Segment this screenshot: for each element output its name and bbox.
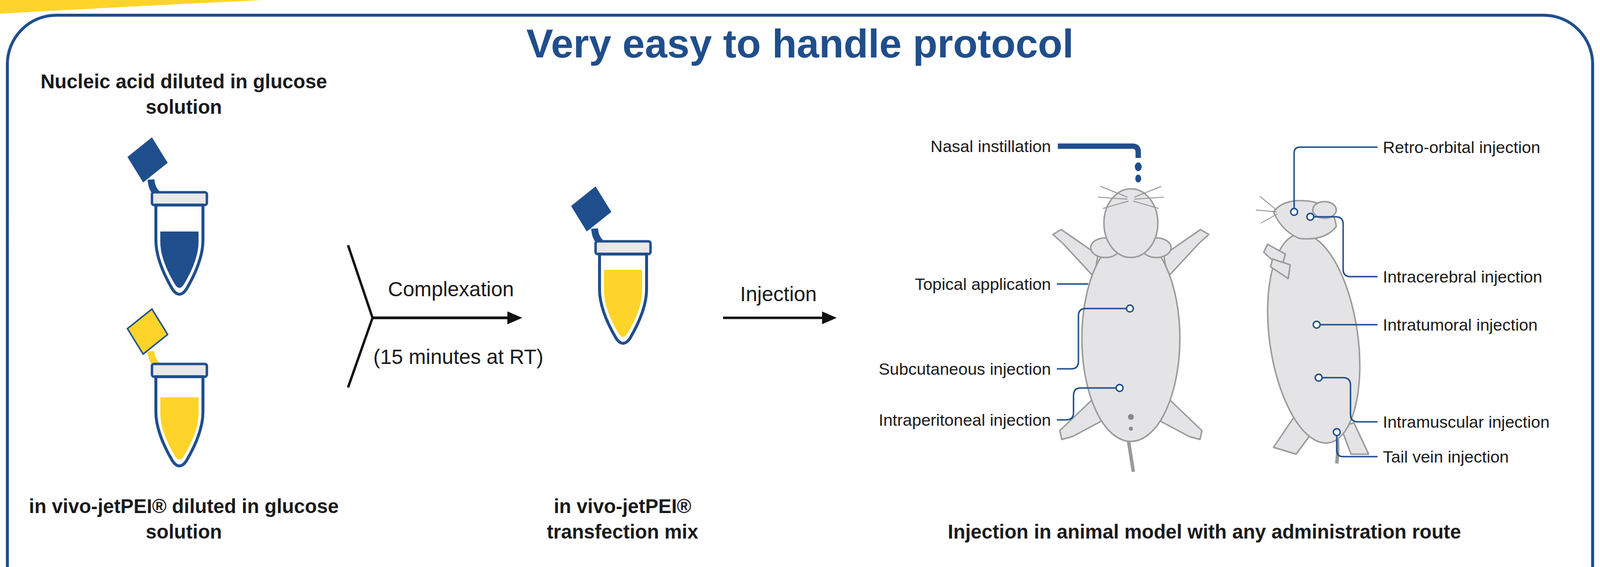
drop: [1135, 174, 1142, 183]
corner-swoosh: [0, 0, 265, 14]
drop: [1134, 162, 1142, 172]
node-group: Nucleic acid diluted in glucose solution: [19, 68, 349, 300]
callout-label: Intracerebral injection: [1382, 267, 1543, 287]
panel-border: [7, 15, 1593, 567]
leader-lines: [1056, 147, 1378, 457]
callout-label: Intratumoral injection: [1382, 315, 1538, 335]
callout-label: Tail vein injection: [1382, 447, 1509, 467]
edge-label: (15 minutes at RT): [370, 345, 547, 369]
node-label: Nucleic acid diluted in glucose solution: [22, 68, 346, 120]
mouse-top-view: [1052, 186, 1209, 472]
node-label: Injection in animal model with any admin…: [948, 518, 1462, 545]
injection-dots: [1116, 208, 1341, 436]
arrow-head: [507, 311, 523, 325]
callout-label: Intraperitoneal injection: [878, 410, 1051, 430]
tube-icon: [127, 137, 207, 295]
nasal-dropper: [1057, 146, 1139, 158]
callout-label: Nasal instillation: [930, 136, 1051, 156]
connector-line: [723, 316, 824, 320]
node-label: in vivo-jetPEI® transfection mix: [524, 493, 721, 545]
arrow-head: [507, 311, 523, 325]
edge-label: Injection: [737, 282, 820, 306]
callout-label: Retro-orbital injection: [1382, 137, 1541, 157]
diagram-title: Very easy to handle protocol: [0, 20, 1600, 67]
tube-icon: [571, 186, 651, 344]
callout-label: Topical application: [914, 274, 1051, 294]
edge-label: Complexation: [385, 277, 518, 301]
node-group: in vivo-jetPEI® transfection mix: [522, 183, 724, 545]
node-label: in vivo-jetPEI® diluted in glucose solut…: [22, 493, 346, 545]
connector: [723, 311, 837, 325]
tube-icon: [127, 308, 207, 466]
node-group: in vivo-jetPEI® diluted in glucose solut…: [19, 303, 349, 545]
mouse-side-view: [1255, 196, 1373, 464]
callout-label: Subcutaneous injection: [878, 359, 1051, 379]
connector: [348, 245, 523, 325]
arrow-head: [822, 311, 837, 325]
callout-label: Intramuscular injection: [1382, 412, 1550, 432]
